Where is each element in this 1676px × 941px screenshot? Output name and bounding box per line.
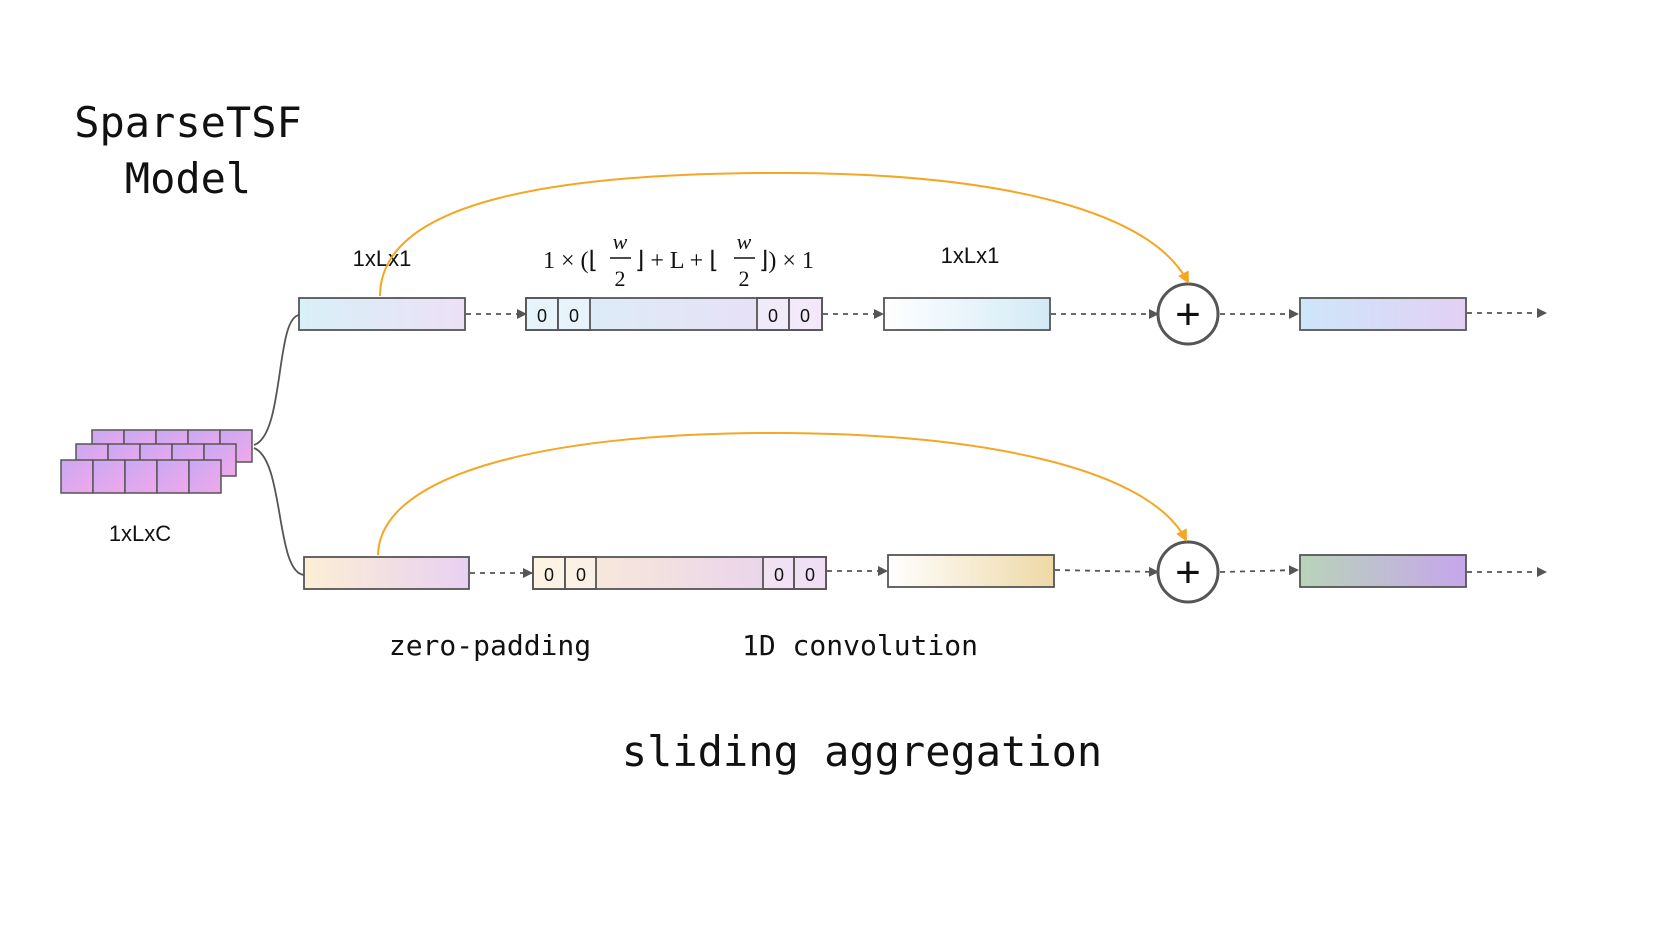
branch-connector-top <box>253 314 301 446</box>
bottom-add-node: + <box>1156 540 1220 604</box>
top-input-shape-label: 1xLx1 <box>353 246 412 271</box>
top-output-block <box>1299 297 1467 331</box>
top-conv-block <box>883 297 1051 331</box>
top-pad-cell <box>557 297 591 331</box>
formula-frac-num-2: w <box>737 229 752 254</box>
bottom-skip-connection-arrow <box>377 431 1187 556</box>
padded-length-formula: 1 × (⌊ w 2 ⌋ + L + ⌊ w 2 ⌋) × 1 <box>543 229 814 291</box>
top-input-block <box>298 297 466 331</box>
top-pad-cell <box>525 297 559 331</box>
top-pad-zero: 0 <box>537 306 547 326</box>
title-line-1: SparseTSF <box>74 98 302 147</box>
formula-lead: 1 × (⌊ <box>543 248 598 274</box>
zero-padding-label: zero-padding <box>389 629 591 662</box>
top-pad-zero: 0 <box>569 306 579 326</box>
formula-mid: ⌋ + L + ⌊ <box>635 248 719 274</box>
bottom-pad-zero: 0 <box>544 565 554 585</box>
top-conv-shape-label: 1xLx1 <box>941 243 1000 268</box>
input-shape-label: 1xLxC <box>109 521 171 546</box>
top-padded-block: 0 0 0 0 <box>525 297 823 331</box>
bottom-arrow-3 <box>1054 566 1159 577</box>
input-layer-front <box>60 459 222 494</box>
bottom-pad-cell <box>793 556 827 590</box>
conv-label: 1D convolution <box>742 629 978 662</box>
bottom-pad-zero: 0 <box>576 565 586 585</box>
bottom-pad-zero: 0 <box>805 565 815 585</box>
formula-frac-den-2: 2 <box>739 266 750 291</box>
formula-frac-den-1: 2 <box>615 266 626 291</box>
bottom-input-block <box>303 556 470 590</box>
branch-connector-bottom <box>253 447 306 576</box>
formula-tail: ⌋) × 1 <box>759 248 814 274</box>
bottom-pad-cell <box>564 556 597 590</box>
top-pad-cell <box>756 297 790 331</box>
bottom-pad-zero: 0 <box>774 565 784 585</box>
bottom-plus-symbol: + <box>1175 548 1201 597</box>
bottom-conv-block <box>887 554 1055 588</box>
top-skip-connection-arrow <box>379 171 1189 297</box>
diagram-caption: sliding aggregation <box>622 727 1102 776</box>
bottom-padded-block: 0 0 0 0 <box>532 556 827 590</box>
top-pad-zero: 0 <box>768 306 778 326</box>
bottom-output-block <box>1299 554 1467 588</box>
title-line-2: Model <box>125 154 251 203</box>
formula-frac-num-1: w <box>613 229 628 254</box>
top-plus-symbol: + <box>1175 290 1201 339</box>
top-pad-zero: 0 <box>800 306 810 326</box>
top-pad-cell <box>788 297 823 331</box>
bottom-pad-cell <box>532 556 566 590</box>
input-tensor-stack <box>60 429 253 494</box>
top-add-node: + <box>1156 282 1220 346</box>
bottom-arrow-4 <box>1219 565 1299 576</box>
